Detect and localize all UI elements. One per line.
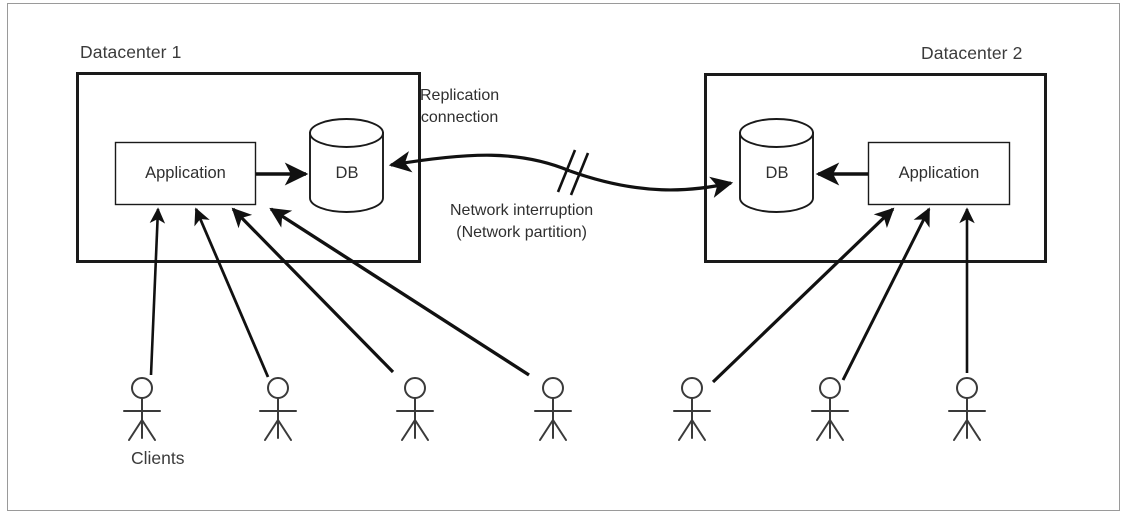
- dc2-db-cylinder: [739, 118, 814, 213]
- datacenter-1-boundary: [76, 72, 421, 263]
- datacenter-1-title: Datacenter 1: [80, 42, 182, 62]
- network-interruption-line-2: (Network partition): [456, 224, 587, 241]
- network-interruption-label: Network interruption (Network partition): [450, 200, 593, 244]
- dc2-db-label: DB: [765, 164, 789, 182]
- clients-label: Clients: [131, 448, 185, 468]
- dc2-application-label: Application: [898, 164, 980, 182]
- client-figure: [534, 377, 572, 441]
- client-arrow-1: [149, 207, 166, 376]
- datacenter-2-title: Datacenter 2: [921, 43, 1023, 63]
- replication-curve-right: [569, 169, 734, 198]
- figure-frame: [7, 3, 1120, 511]
- client-figures-right: [673, 377, 986, 441]
- datacenter-2-boundary: [704, 73, 1047, 263]
- client-arrow-3: [231, 207, 395, 374]
- client-figure: [396, 377, 434, 441]
- dc1-application-label: Application: [145, 164, 226, 182]
- dc1-application-box: [114, 141, 257, 206]
- client-figure: [811, 377, 849, 441]
- client-figures-left: [123, 377, 572, 441]
- client-figure: [948, 377, 986, 441]
- client-figure: [123, 377, 161, 441]
- replication-label-line-2: connection: [420, 109, 499, 126]
- network-break-marker: [556, 149, 590, 196]
- dc2-application-box: [867, 141, 1011, 206]
- client-arrow-2: [194, 207, 270, 378]
- client-arrow-6: [841, 207, 931, 381]
- replication-curve-left: [388, 151, 571, 173]
- replication-connection-label: Replication connection: [420, 85, 499, 129]
- replication-label-line-1: Replication: [420, 87, 500, 104]
- network-interruption-line-1: Network interruption: [450, 202, 594, 219]
- dc1-db-label: DB: [335, 164, 359, 182]
- client-figure: [259, 377, 297, 441]
- dc1-client-arrows: [149, 207, 530, 378]
- dc1-db-cylinder: [309, 118, 384, 213]
- client-arrow-4: [269, 207, 530, 377]
- client-figure: [673, 377, 711, 441]
- client-arrow-5: [711, 207, 895, 384]
- dc2-client-arrows: [711, 207, 975, 384]
